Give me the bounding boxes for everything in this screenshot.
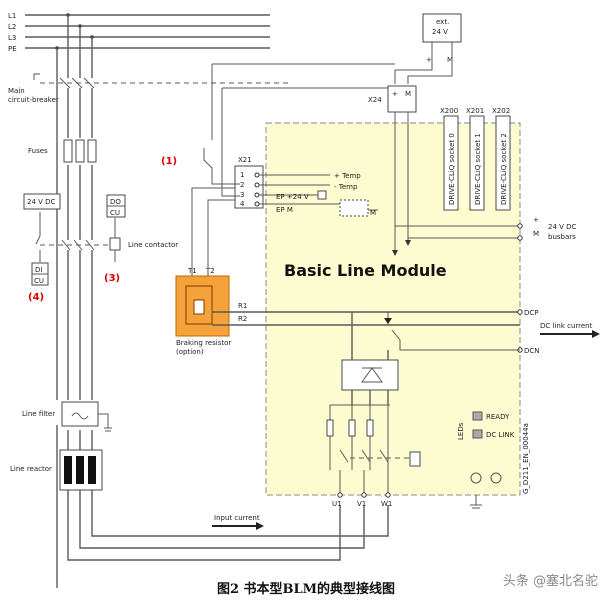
t2-label: T2 (205, 267, 215, 275)
x200-label: X200 (440, 107, 458, 115)
rectifier-block (341, 359, 399, 391)
line-pe-label: PE (8, 45, 17, 53)
socket-1-text: DRIVE-CLiQ socket 1 (474, 133, 482, 205)
braking-resistor-label-2: (option) (176, 348, 204, 356)
drive-cliq-socket-2 (495, 115, 511, 211)
line-l3-label: L3 (8, 34, 16, 42)
braking-resistor-label-1: Braking resistor (176, 339, 231, 347)
line-l1-label: L1 (8, 12, 16, 20)
watermark: 头条 @塞北名驼 (502, 574, 598, 589)
drive-cliq-socket-1 (469, 115, 485, 211)
x21-label: X21 (238, 156, 252, 164)
side-code: G_D211_EN_00044a (522, 423, 530, 494)
x202-label: X202 (492, 107, 510, 115)
ext24-plus: + (426, 56, 432, 64)
x24-connector (387, 85, 417, 113)
main-breaker-label-1: Main (8, 87, 25, 95)
busbar-plus: + (533, 216, 539, 224)
w1-label: W1 (381, 500, 392, 508)
busbars-label-1: 24 V DC (548, 223, 577, 231)
dcn-label: DCN (524, 347, 540, 355)
cu-mid-label: CU (110, 209, 120, 217)
figure-caption: 图2 书本型BLM的典型接线图 (216, 582, 396, 597)
temp-minus-label: - Temp (334, 183, 358, 191)
ext24-label-2: 24 V (432, 28, 448, 36)
socket-0-text: DRIVE-CLiQ socket 0 (448, 133, 456, 205)
x24-label: X24 (368, 96, 382, 104)
x21-term-2: 2 (240, 181, 244, 189)
ready-label: READY (486, 413, 510, 421)
dc24-label: 24 V DC (27, 198, 56, 206)
dc-link-label: DC LINK (486, 431, 515, 439)
x21-term-3: 3 (240, 191, 244, 199)
marker-3: (3) (104, 273, 120, 284)
fuses-label: Fuses (28, 147, 48, 155)
opto-m-label: M (370, 209, 376, 217)
precharge-circuit (326, 404, 421, 495)
marker-4: (4) (28, 292, 44, 303)
do-label: DO (110, 198, 121, 206)
v1-label: V1 (357, 500, 366, 508)
line-filter-label: Line filter (22, 410, 55, 418)
dc-link-current-label: DC link current (540, 322, 593, 330)
ep24-label: EP +24 V (276, 193, 309, 201)
line-contactor-label: Line contactor (128, 241, 178, 249)
ext24-label-1: ext. (436, 18, 449, 26)
drive-cliq-socket-0 (443, 115, 459, 211)
main-breaker (33, 73, 290, 89)
r2-label: R2 (238, 315, 247, 323)
u1-label: U1 (332, 500, 342, 508)
line-contactor (35, 212, 121, 262)
di-label: DI (35, 266, 42, 274)
x21-term-1: 1 (240, 171, 244, 179)
fuses (63, 139, 97, 163)
line-reactor-label: Line reactor (10, 465, 52, 473)
module-title: Basic Line Module (284, 261, 447, 280)
busbars-label-2: busbars (548, 233, 576, 241)
x21-term-4: 4 (240, 200, 245, 208)
mains-lines (25, 13, 270, 50)
leds-label: LEDs (457, 422, 465, 440)
temp-plus-label: + Temp (334, 172, 361, 180)
ground-symbols (470, 472, 502, 509)
phase-wires (56, 15, 389, 588)
line-l2-label: L2 (8, 23, 16, 31)
r1-label: R1 (238, 302, 247, 310)
ext24-m: M (447, 56, 453, 64)
marker-1: (1) (161, 156, 177, 167)
x201-label: X201 (466, 107, 484, 115)
main-breaker-label-2: circuit-breaker (8, 96, 59, 104)
dc24-box (23, 193, 61, 210)
dcp-label: DCP (524, 309, 539, 317)
line-filter-box (61, 401, 99, 427)
cu-left-label: CU (34, 277, 44, 285)
input-current-label: Input current (214, 514, 260, 522)
busbar-m: M (533, 230, 539, 238)
x24-m: M (405, 90, 411, 98)
ext24-box (422, 13, 462, 43)
x24-plus: + (392, 90, 398, 98)
socket-2-text: DRIVE-CLiQ socket 2 (500, 133, 508, 205)
epm-label: EP M (276, 206, 293, 214)
